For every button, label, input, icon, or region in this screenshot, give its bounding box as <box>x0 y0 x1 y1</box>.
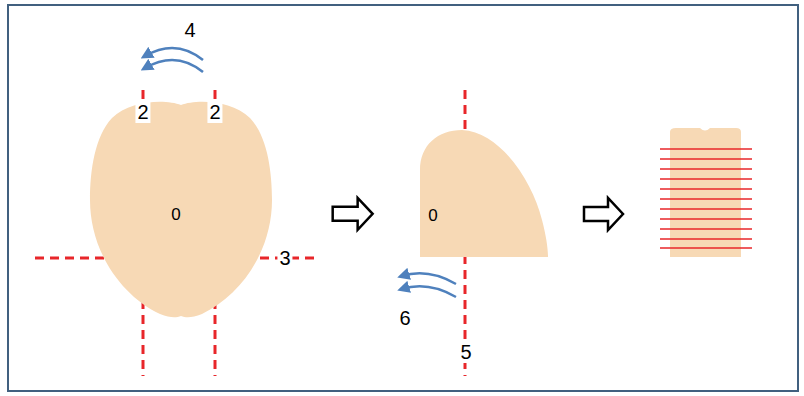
callout-number: 2 <box>207 101 222 123</box>
callout-number: 5 <box>458 341 473 363</box>
step-arrow <box>584 198 623 230</box>
step-arrow <box>333 198 373 230</box>
hemisphere-shape: 0 <box>420 130 548 257</box>
callout-number: 6 <box>397 307 412 329</box>
tissue-slab <box>670 128 741 257</box>
shape-outline <box>420 130 548 257</box>
brain-shape: 0 <box>90 100 272 318</box>
node-label: 0 <box>171 206 180 223</box>
callout-number: 4 <box>182 19 197 41</box>
section-lines <box>660 149 752 248</box>
node-label: 0 <box>428 207 437 224</box>
frame <box>8 5 798 391</box>
shape-outline <box>90 100 272 318</box>
callout-number: 3 <box>277 247 292 269</box>
callout-number: 2 <box>135 101 150 123</box>
